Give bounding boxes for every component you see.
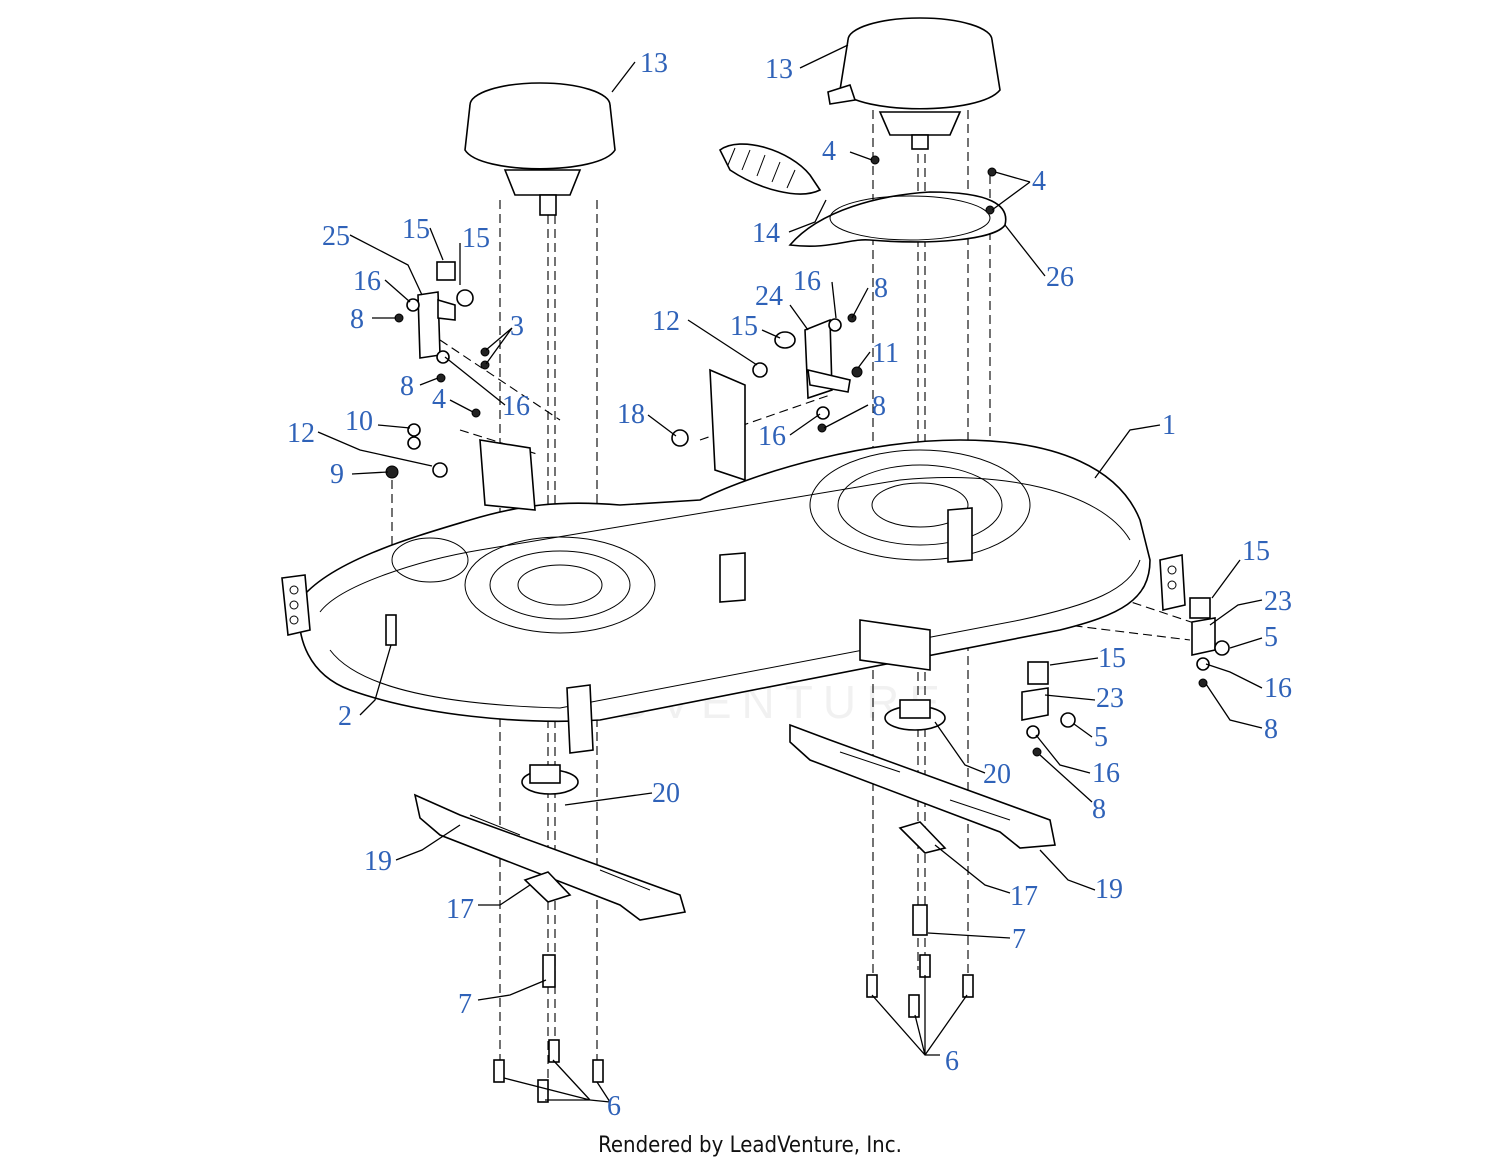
callout-15-b: 15 (462, 223, 490, 254)
rendered-by-footer: Rendered by LeadVenture, Inc. (598, 1133, 902, 1158)
callout-4-plate: 4 (1032, 166, 1046, 197)
blade-19-right (789, 723, 1056, 849)
adapter-17-left (523, 871, 572, 903)
callout-23-b: 23 (1096, 683, 1124, 714)
callout-9: 9 (330, 459, 344, 490)
callout-15-a: 15 (402, 214, 430, 245)
callout-25: 25 (322, 221, 350, 252)
bearing-housing-20-left (521, 764, 579, 795)
callout-19-right: 19 (1095, 874, 1123, 905)
callout-12-center: 12 (652, 306, 680, 337)
callout-20-left: 20 (652, 778, 680, 809)
callout-8-f: 8 (1092, 794, 1106, 825)
adapter-17-right (898, 821, 947, 854)
leader-lines (317, 44, 1263, 1103)
callout-19-left: 19 (364, 846, 392, 877)
bracket-23-right (1189, 597, 1216, 656)
callout-10: 10 (345, 406, 373, 437)
callout-8-a: 8 (350, 304, 364, 335)
idler-bracket-24 (774, 318, 851, 400)
callout-26: 26 (1046, 262, 1074, 293)
blade-19-left (413, 793, 687, 921)
callout-15-d: 15 (1242, 536, 1270, 567)
bracket-23-front (1021, 661, 1049, 721)
callout-7-left: 7 (458, 989, 472, 1020)
callout-17-left: 17 (446, 894, 474, 925)
bracket-25 (417, 261, 474, 359)
callout-16-d: 16 (758, 421, 786, 452)
plate-26 (788, 191, 1007, 248)
callout-17-right: 17 (1010, 881, 1038, 912)
callout-2: 2 (338, 701, 352, 732)
left-pulley-13 (464, 82, 616, 216)
callout-5-b: 5 (1094, 722, 1108, 753)
callout-1: 1 (1162, 410, 1176, 441)
callout-8-c: 8 (874, 273, 888, 304)
callout-15-c: 15 (730, 311, 758, 342)
callout-12-left: 12 (287, 418, 315, 449)
callout-4-top: 4 (822, 136, 836, 167)
callout-14: 14 (752, 218, 780, 249)
callout-16-e: 16 (1264, 673, 1292, 704)
callout-20-right: 20 (983, 759, 1011, 790)
callout-5-a: 5 (1264, 622, 1278, 653)
callout-4-left: 4 (432, 384, 446, 415)
callout-16-c: 16 (793, 266, 821, 297)
shaft-7-left (542, 954, 556, 988)
bearing-housing-20-right (884, 699, 946, 731)
callout-16-f: 16 (1092, 758, 1120, 789)
callout-18: 18 (617, 399, 645, 430)
callout-16-a: 16 (353, 266, 381, 297)
callout-13-left: 13 (640, 48, 668, 79)
shaft-7-right (912, 904, 928, 936)
right-pulley-13 (827, 17, 1001, 150)
callout-6-right: 6 (945, 1046, 959, 1077)
callout-16-b: 16 (502, 391, 530, 422)
small-fasteners (385, 155, 1230, 757)
mower-deck (281, 368, 1186, 754)
callout-3: 3 (510, 311, 524, 342)
callout-11: 11 (872, 338, 899, 369)
spring-14 (718, 143, 822, 195)
callout-23-a: 23 (1264, 586, 1292, 617)
callout-15-e: 15 (1098, 643, 1126, 674)
callout-8-d: 8 (872, 391, 886, 422)
callout-8-b: 8 (400, 371, 414, 402)
callout-13-right: 13 (765, 54, 793, 85)
callout-6-left: 6 (607, 1091, 621, 1122)
bolts-6 (493, 954, 974, 1103)
callout-labels: 13 13 4 4 14 26 25 15 15 16 8 3 8 16 4 1… (287, 48, 1292, 1122)
callout-24: 24 (755, 281, 783, 312)
callout-8-e: 8 (1264, 714, 1278, 745)
callout-7-right: 7 (1012, 924, 1026, 955)
